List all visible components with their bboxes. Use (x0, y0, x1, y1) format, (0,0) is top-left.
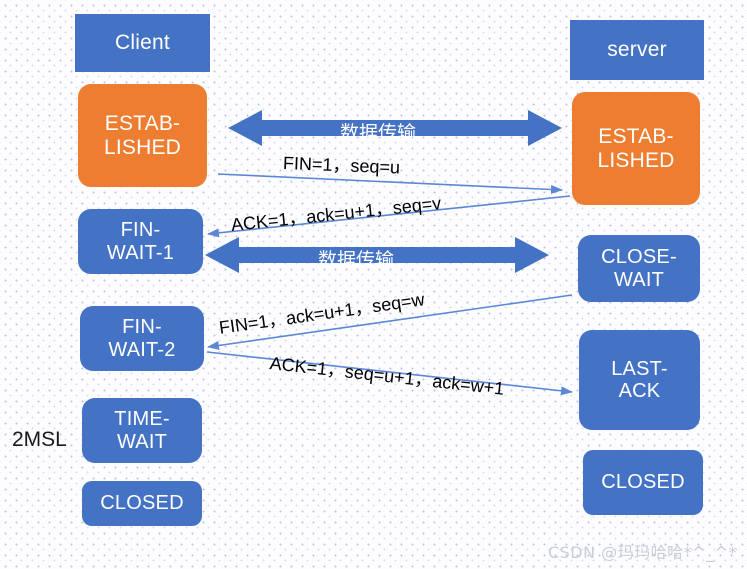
state-label: CLOSE- WAIT (601, 246, 677, 291)
header-server-label: server (607, 38, 667, 62)
state-server-closed: CLOSED (583, 450, 703, 515)
state-label: ESTAB- LISHED (103, 111, 182, 159)
state-client-fin-wait-1: FIN- WAIT-1 (78, 209, 203, 274)
watermark: CSDN @玛玛哈哈*^_^* (547, 543, 737, 562)
state-client-established: ESTAB- LISHED (78, 84, 207, 187)
state-label: FIN- WAIT-2 (108, 316, 176, 361)
state-server-established: ESTAB- LISHED (572, 92, 700, 205)
header-server: server (570, 20, 704, 80)
state-label: CLOSED (100, 492, 184, 515)
state-server-last-ack: LAST- ACK (579, 330, 700, 430)
header-client-label: Client (115, 31, 170, 55)
state-label: LAST- ACK (611, 357, 668, 402)
message-label-fin-2: FIN=1，ack=u+1，seq=w (217, 289, 426, 338)
state-label: TIME- WAIT (114, 408, 170, 453)
state-label: CLOSED (601, 471, 685, 494)
message-label-fin-1: FIN=1，seq=u (282, 153, 401, 178)
data-transfer-label-2: 数据传输 (318, 249, 395, 271)
state-client-closed: CLOSED (82, 481, 202, 526)
data-transfer-label-1: 数据传输 (340, 122, 417, 144)
header-client: Client (75, 14, 210, 72)
message-label-ack-1: ACK=1，ack=u+1，seq=v (230, 192, 443, 235)
state-label: FIN- WAIT-1 (106, 219, 175, 264)
annotation-2msl: 2MSL (12, 428, 67, 451)
message-label-ack-2: ACK=1，seq=u+1，ack=w+1 (268, 353, 506, 399)
state-client-fin-wait-2: FIN- WAIT-2 (80, 306, 204, 371)
state-server-close-wait: CLOSE- WAIT (578, 235, 700, 302)
state-label: ESTAB- LISHED (597, 124, 675, 172)
state-client-time-wait: TIME- WAIT (82, 398, 202, 463)
